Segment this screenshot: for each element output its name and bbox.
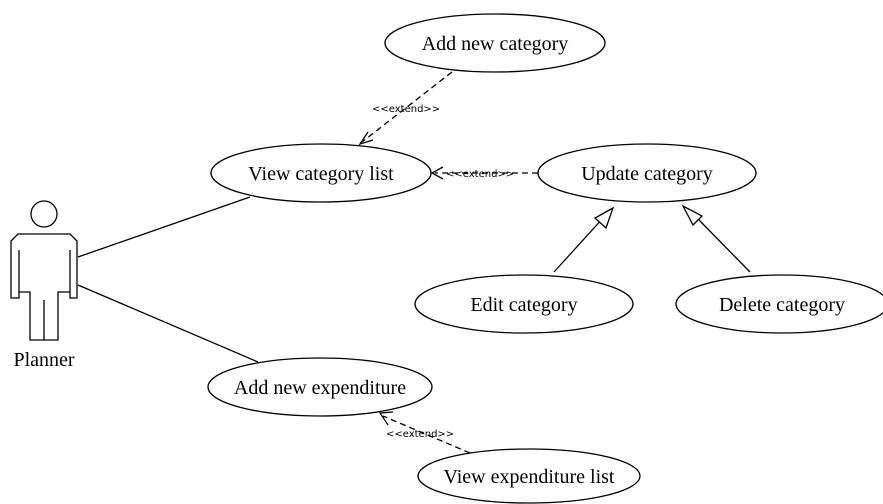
- use-case-delete-category[interactable]: Delete category: [675, 274, 883, 334]
- association-add-new-expenditure: [77, 284, 259, 363]
- actor-body: [10, 233, 78, 341]
- actor-head: [30, 200, 58, 228]
- svg-text:View category list: View category list: [248, 163, 394, 185]
- use-case-update-category[interactable]: Update category: [537, 143, 757, 203]
- use-case-view-category-list[interactable]: View category list: [210, 143, 432, 203]
- generalization-edit-category: [553, 206, 615, 273]
- svg-text:Delete category: Delete category: [719, 294, 845, 316]
- extend-add-new-category: <<extend>>: [358, 71, 453, 146]
- svg-text:Edit category: Edit category: [470, 294, 577, 316]
- svg-text:Update category: Update category: [581, 163, 713, 185]
- use-case-add-new-category[interactable]: Add new category: [384, 13, 606, 73]
- svg-text:View expenditure list: View expenditure list: [444, 466, 615, 488]
- association-view-category-list: [77, 196, 251, 258]
- use-case-edit-category[interactable]: Edit category: [414, 274, 634, 334]
- extend-label-2: <<extend>>: [446, 169, 514, 180]
- extend-view-expenditure-list: <<extend>>: [378, 411, 471, 454]
- use-case-add-new-expenditure[interactable]: Add new expenditure: [207, 357, 433, 417]
- generalization-delete-category: [681, 204, 751, 273]
- use-case-view-expenditure-list[interactable]: View expenditure list: [417, 448, 641, 504]
- extend-update-category: <<extend>>: [430, 166, 538, 180]
- extend-label-3: <<extend>>: [386, 429, 454, 440]
- svg-text:Add new expenditure: Add new expenditure: [234, 377, 406, 399]
- actor-planner[interactable]: Planner: [10, 200, 78, 371]
- actor-name: Planner: [13, 349, 74, 371]
- svg-text:Add new category: Add new category: [422, 33, 569, 55]
- extend-label-1: <<extend>>: [372, 104, 440, 115]
